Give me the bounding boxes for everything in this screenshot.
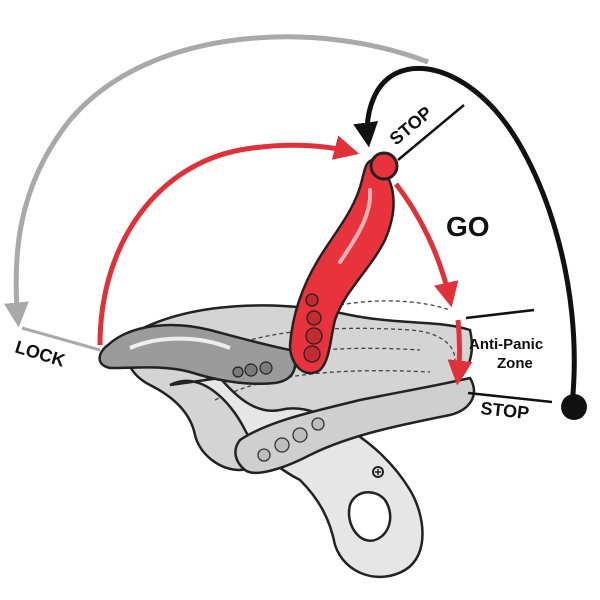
stop-anchor-dot xyxy=(561,394,587,420)
lock-travel-arrow xyxy=(3,34,429,328)
stop-bottom-line xyxy=(467,391,553,404)
anti-panic-top-line xyxy=(465,308,535,320)
lower-lever xyxy=(234,376,476,475)
anti-panic-label-line1: Anti-Panic xyxy=(469,336,543,353)
unlock-travel-arrow xyxy=(97,135,360,346)
lock-label: LOCK xyxy=(13,337,68,371)
go-label: GO xyxy=(446,211,490,242)
stop-top-label: STOP xyxy=(386,102,436,149)
anti-panic-arrow xyxy=(447,319,473,386)
go-arrow xyxy=(394,182,459,308)
stop-bottom-label: STOP xyxy=(480,398,531,423)
return-to-stop-arrow xyxy=(353,65,577,406)
anti-panic-label-line2: Zone xyxy=(497,355,533,372)
handle-pivot xyxy=(369,151,399,181)
lock-line xyxy=(21,326,101,352)
red-handle xyxy=(288,151,399,375)
lock-cam xyxy=(98,323,297,386)
stop-top-line xyxy=(397,104,465,161)
